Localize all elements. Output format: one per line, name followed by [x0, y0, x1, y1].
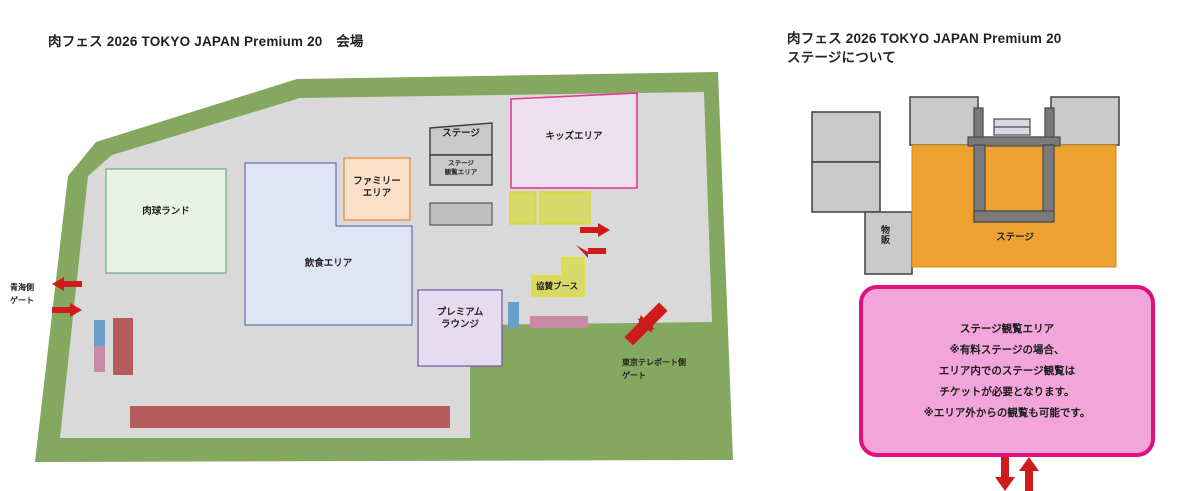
gray-strip-1: [429, 202, 493, 226]
stage-channel-bar: [967, 136, 1061, 147]
stage-inner-ring-bottom: [973, 210, 1055, 223]
red-box-long: [130, 406, 450, 428]
venue-map-panel: 肉フェス 2026 TOKYO JAPAN Premium 20 会場: [10, 34, 733, 462]
area-stage-view-map: [429, 154, 493, 186]
gray-block-lower-left: [811, 161, 881, 213]
area-sponsor-booth: [531, 257, 585, 297]
gray-block-merch: [864, 211, 913, 275]
arrow-left-kids: [580, 223, 610, 237]
arrow-in-aomi: [52, 277, 82, 291]
stage-detail-title: 肉フェス 2026 TOKYO JAPAN Premium 20 ステージについ…: [787, 31, 1062, 65]
gray-wing-right: [1050, 96, 1120, 146]
arrow-out-aomi: [52, 303, 82, 317]
area-kids: [510, 92, 638, 189]
venue-map-title: 肉フェス 2026 TOKYO JAPAN Premium 20 会場: [48, 34, 364, 49]
area-premium-lounge: [417, 289, 503, 367]
area-food: [244, 162, 413, 326]
stage-viewing-notice-text: ステージ観覧エリア ※有料ステージの場合、 エリア内でのステージ観覧は チケット…: [923, 323, 1091, 419]
area-stage-map: [429, 122, 493, 156]
red-box-tall: [113, 318, 133, 375]
yellow-box-2: [539, 191, 591, 225]
stage-body: [911, 144, 1117, 268]
gray-block-upper-left: [811, 111, 881, 163]
arrow-exit-down: [995, 457, 1015, 491]
arrow-enter-up: [1019, 457, 1039, 491]
yellow-box-1: [509, 191, 537, 225]
pink-box-right: [530, 316, 588, 328]
arrow-right-kids: [576, 245, 606, 258]
blue-box-left: [94, 320, 105, 346]
blue-box-right: [508, 302, 519, 328]
area-nikkyu-land: [105, 168, 227, 274]
venue-map-svg: [35, 72, 733, 462]
stage-detail-panel: 肉フェス 2026 TOKYO JAPAN Premium 20 ステージについ…: [760, 0, 1200, 491]
area-family: [343, 157, 411, 221]
stage-viewing-notice-box: ステージ観覧エリア ※有料ステージの場合、 エリア内でのステージ観覧は チケット…: [859, 285, 1155, 457]
stage-detail-svg: [811, 96, 1120, 491]
arrow-out-teleport: [624, 318, 655, 346]
pink-box-left: [94, 346, 105, 372]
